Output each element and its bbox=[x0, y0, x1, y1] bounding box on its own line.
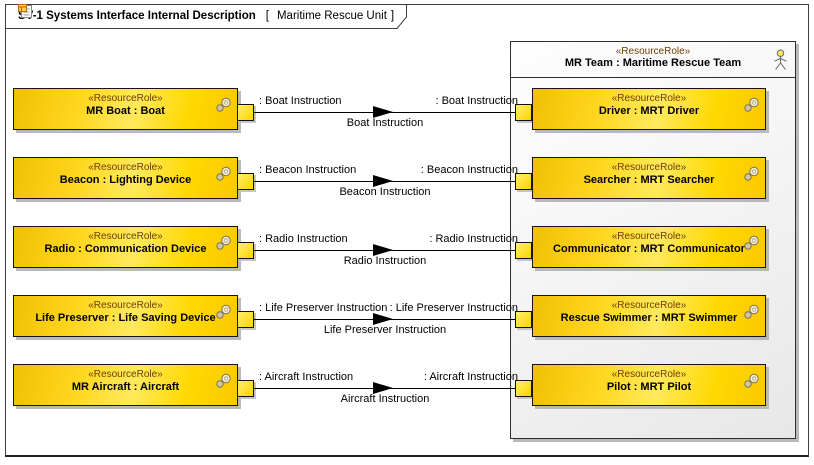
resource-role-icon bbox=[216, 373, 231, 388]
target-port[interactable] bbox=[515, 104, 532, 121]
target-role-label[interactable]: : Life Preserver Instruction bbox=[389, 302, 518, 314]
source-port[interactable] bbox=[237, 242, 254, 259]
node-stereotype: «ResourceRole» bbox=[88, 93, 163, 104]
resource-role-icon bbox=[216, 235, 231, 250]
tab-bracket-close: ] bbox=[390, 10, 395, 22]
flow-arrow-icon bbox=[373, 175, 393, 187]
target-port[interactable] bbox=[515, 311, 532, 328]
target-role-label[interactable]: : Aircraft Instruction bbox=[423, 371, 518, 383]
node-name: Searcher : MRT Searcher bbox=[583, 174, 715, 186]
node-name: Beacon : Lighting Device bbox=[59, 174, 192, 186]
node-stereotype: «ResourceRole» bbox=[88, 369, 163, 380]
flow-label[interactable]: Life Preserver Instruction bbox=[323, 324, 447, 336]
node-name: Communicator : MRT Communicator bbox=[553, 243, 745, 255]
flow-arrow-icon bbox=[373, 313, 393, 325]
node-name: Life Preserver : Life Saving Device bbox=[35, 312, 216, 324]
resource-role-icon bbox=[216, 166, 231, 181]
node-stereotype: «ResourceRole» bbox=[611, 369, 687, 380]
flow-arrow-icon bbox=[373, 382, 393, 394]
node-stereotype: «ResourceRole» bbox=[88, 300, 163, 311]
node-radio[interactable]: «ResourceRole» Radio : Communication Dev… bbox=[13, 226, 238, 268]
node-stereotype: «ResourceRole» bbox=[88, 231, 163, 242]
source-role-label[interactable]: : Beacon Instruction bbox=[259, 164, 357, 176]
source-role-label[interactable]: : Aircraft Instruction bbox=[259, 371, 354, 383]
target-role-label[interactable]: : Beacon Instruction bbox=[420, 164, 518, 176]
source-port[interactable] bbox=[237, 173, 254, 190]
source-role-label[interactable]: : Life Preserver Instruction bbox=[259, 302, 388, 314]
target-port[interactable] bbox=[515, 242, 532, 259]
node-driver[interactable]: «ResourceRole» Driver : MRT Driver bbox=[532, 88, 766, 130]
flow-label[interactable]: Radio Instruction bbox=[343, 255, 427, 267]
node-name: Radio : Communication Device bbox=[44, 243, 207, 255]
container-header: «ResourceRole» MR Team : Maritime Rescue… bbox=[511, 46, 795, 78]
node-stereotype: «ResourceRole» bbox=[611, 231, 687, 242]
resource-role-icon bbox=[744, 373, 759, 388]
flow-label[interactable]: Aircraft Instruction bbox=[340, 393, 430, 405]
node-stereotype: «ResourceRole» bbox=[611, 162, 687, 173]
source-port[interactable] bbox=[237, 380, 254, 397]
tab-text: SV-1 Systems Interface Internal Descript… bbox=[18, 4, 394, 28]
flow-arrow-icon bbox=[373, 106, 393, 118]
tab-outline bbox=[5, 4, 407, 29]
flow-label[interactable]: Boat Instruction bbox=[346, 117, 424, 129]
node-mr-aircraft[interactable]: «ResourceRole» MR Aircraft : Aircraft bbox=[13, 364, 238, 406]
source-port[interactable] bbox=[237, 311, 254, 328]
node-name: MR Boat : Boat bbox=[86, 105, 165, 117]
resource-role-icon bbox=[744, 166, 759, 181]
source-port[interactable] bbox=[237, 104, 254, 121]
node-beacon[interactable]: «ResourceRole» Beacon : Lighting Device bbox=[13, 157, 238, 199]
target-port[interactable] bbox=[515, 173, 532, 190]
resource-role-icon bbox=[744, 97, 759, 112]
node-name: Rescue Swimmer : MRT Swimmer bbox=[560, 312, 738, 324]
tab-bracket-open: [ bbox=[265, 10, 269, 22]
node-life-preserver[interactable]: «ResourceRole» Life Preserver : Life Sav… bbox=[13, 295, 238, 337]
flow-label[interactable]: Beacon Instruction bbox=[339, 186, 431, 198]
node-name: Driver : MRT Driver bbox=[598, 105, 700, 117]
flow-arrow-icon bbox=[373, 244, 393, 256]
container-stereotype: «ResourceRole» bbox=[615, 46, 691, 57]
actor-icon bbox=[774, 49, 787, 70]
diagram-title-tab[interactable]: SV-1 Systems Interface Internal Descript… bbox=[5, 4, 409, 30]
node-stereotype: «ResourceRole» bbox=[611, 93, 687, 104]
resource-role-icon bbox=[744, 235, 759, 250]
sv1-diagram-icon bbox=[18, 4, 32, 18]
target-role-label[interactable]: : Boat Instruction bbox=[435, 95, 518, 107]
target-port[interactable] bbox=[515, 380, 532, 397]
source-role-label[interactable]: : Radio Instruction bbox=[259, 233, 348, 245]
node-name: Pilot : MRT Pilot bbox=[606, 381, 692, 393]
container-name: MR Team : Maritime Rescue Team bbox=[564, 57, 742, 69]
target-role-label[interactable]: : Radio Instruction bbox=[429, 233, 518, 245]
resource-role-icon bbox=[744, 304, 759, 319]
node-communicator[interactable]: «ResourceRole» Communicator : MRT Commun… bbox=[532, 226, 766, 268]
node-stereotype: «ResourceRole» bbox=[611, 300, 687, 311]
resource-role-icon bbox=[216, 97, 231, 112]
node-rescue-swimmer[interactable]: «ResourceRole» Rescue Swimmer : MRT Swim… bbox=[532, 295, 766, 337]
frame-label: Maritime Rescue Unit bbox=[276, 10, 387, 22]
node-mr-boat[interactable]: «ResourceRole» MR Boat : Boat bbox=[13, 88, 238, 130]
diagram-title: SV-1 Systems Interface Internal Descript… bbox=[18, 10, 256, 22]
node-pilot[interactable]: «ResourceRole» Pilot : MRT Pilot bbox=[532, 364, 766, 406]
node-name: MR Aircraft : Aircraft bbox=[71, 381, 180, 393]
node-stereotype: «ResourceRole» bbox=[88, 162, 163, 173]
resource-role-icon bbox=[216, 304, 231, 319]
source-role-label[interactable]: : Boat Instruction bbox=[259, 95, 342, 107]
node-searcher[interactable]: «ResourceRole» Searcher : MRT Searcher bbox=[532, 157, 766, 199]
